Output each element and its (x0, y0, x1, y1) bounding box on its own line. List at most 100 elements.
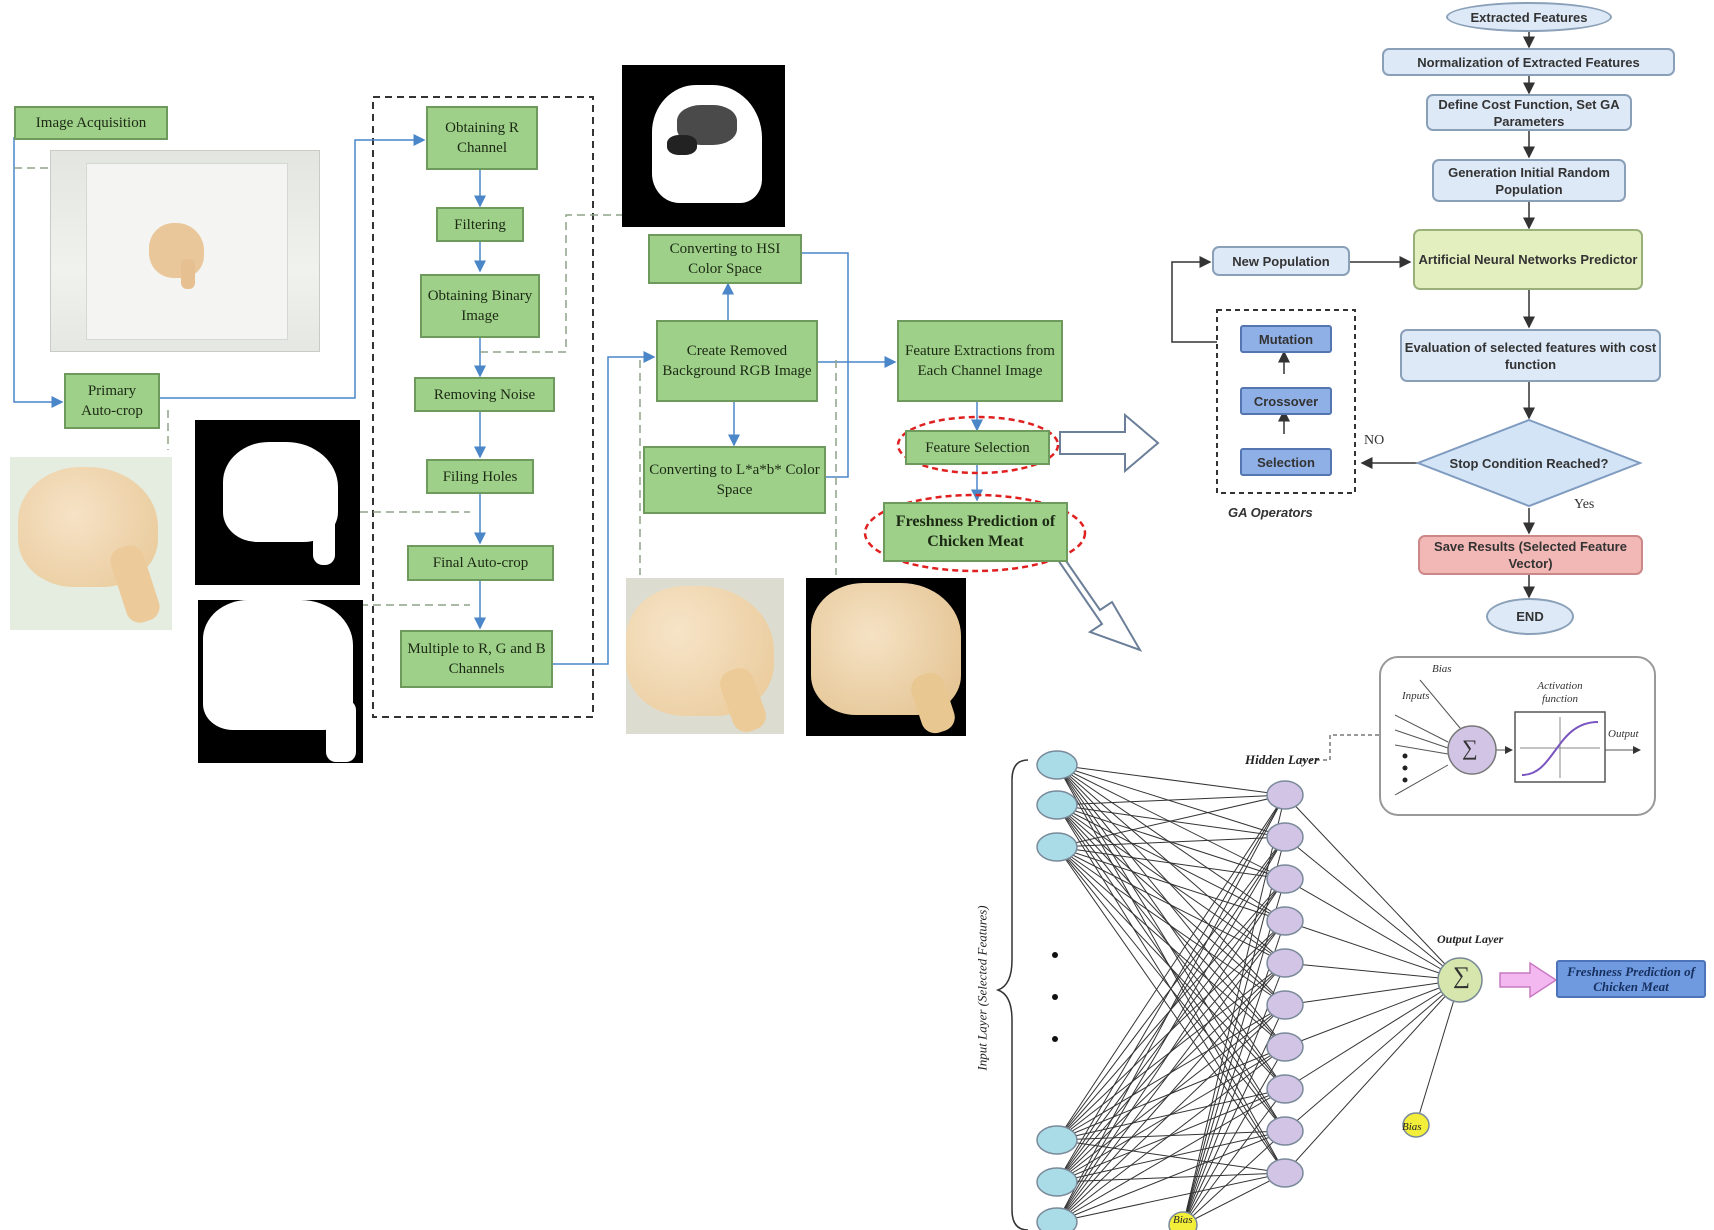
input-layer-label: Input Layer (Selected Features) (974, 905, 990, 1071)
nn-edge (1056, 764, 1286, 838)
end-node: END (1486, 598, 1574, 635)
multiple-rgb-label: Multiple to R, G and B Channels (407, 641, 546, 677)
inset-sum-node (1447, 725, 1497, 775)
processing-group-border (372, 96, 594, 718)
cost-function-node: Define Cost Function, Set GA Parameters (1426, 94, 1632, 131)
hidden-bias-node (1402, 1112, 1430, 1138)
ann-predictor-label: Artificial Neural Networks Predictor (1418, 252, 1638, 267)
nn-edge (1284, 979, 1461, 1048)
hidden-bias-label: Bias (1402, 1121, 1422, 1133)
nn-edge (1056, 1046, 1286, 1223)
removed-bg-box: Create Removed Background RGB Image (656, 320, 818, 402)
highlight-freshness (863, 493, 1087, 573)
freshness-box: Freshness Prediction of Chicken Meat (883, 502, 1068, 562)
nn-edge (1284, 979, 1461, 1132)
output-layer-label: Output Layer (1437, 932, 1504, 946)
binary-image-box: Obtaining Binary Image (420, 274, 540, 338)
nn-edge (1056, 1046, 1286, 1183)
nn-edge (1284, 794, 1461, 981)
nn-edge (1056, 764, 1286, 796)
inset-sum-symbol: ∑ (1462, 735, 1478, 760)
ga-connectors (1171, 32, 1535, 599)
initial-population-node: Generation Initial Random Population (1432, 159, 1626, 202)
ellipsis-dot (1052, 952, 1058, 958)
nn-edge (1284, 920, 1461, 981)
mutation-label: Mutation (1258, 331, 1314, 347)
nn-edge (1056, 764, 1286, 1132)
nn-edge (1284, 836, 1461, 981)
image-acquisition-label: Image Acquisition (35, 115, 147, 131)
nn-edge (1056, 836, 1286, 1223)
photo-binary-final (198, 600, 363, 763)
hollow-arrow-to-nn (1054, 544, 1143, 652)
nn-nodes (1036, 750, 1483, 1230)
multiple-rgb-box: Multiple to R, G and B Channels (400, 630, 553, 688)
freshness-label: Freshness Prediction of Chicken Meat (895, 513, 1056, 550)
primary-autocrop-box: Primary Auto-crop (64, 373, 160, 429)
nn-edge (1056, 794, 1286, 1183)
nn-edge (1056, 1130, 1286, 1223)
nn-edge (1056, 1004, 1286, 1223)
nn-edge (1284, 979, 1461, 1174)
no-label: NO (1364, 433, 1385, 448)
lab-box: Converting to L*a*b* Color Space (643, 446, 826, 514)
nn-edge (1056, 878, 1286, 1223)
new-population-node: New Population (1212, 246, 1350, 276)
hidden-node (1266, 822, 1304, 852)
nn-edge (1182, 1130, 1286, 1226)
crossover-node: Crossover (1240, 387, 1332, 415)
hidden-node (1266, 990, 1304, 1020)
nn-edge (1182, 1004, 1286, 1226)
photo-acquisition (50, 150, 320, 352)
nn-edge (1056, 1172, 1286, 1183)
nn-edge (1284, 979, 1461, 1090)
nn-edge (1284, 878, 1461, 981)
nn-edge (1056, 878, 1286, 1183)
filtering-box: Filtering (436, 207, 524, 242)
inset-bias-label: Bias (1432, 663, 1452, 675)
obtaining-r-label: Obtaining R Channel (445, 120, 519, 156)
nn-edge (1056, 764, 1286, 1048)
selection-label: Selection (1257, 454, 1315, 470)
hidden-layer-label: Hidden Layer (1245, 752, 1320, 767)
nn-edge (1056, 846, 1286, 880)
output-arrow (1499, 961, 1558, 999)
inset-activation-label: Activation function (1537, 680, 1583, 705)
nn-edge (1056, 920, 1286, 1223)
extracted-features-label: Extracted Features (1470, 9, 1588, 25)
nn-edge (1056, 846, 1286, 922)
nn-edge (1056, 1172, 1286, 1223)
nn-edge (1182, 1088, 1286, 1226)
sigmoid-curve (1521, 721, 1599, 776)
cost-function-label: Define Cost Function, Set GA Parameters (1438, 96, 1620, 129)
save-results-node: Save Results (Selected Feature Vector) (1418, 535, 1643, 575)
photo-link-lines (14, 167, 837, 606)
ga-operators-caption: GA Operators (1228, 505, 1313, 520)
inset-output-label: Output (1608, 728, 1639, 740)
hidden-node (1266, 1158, 1304, 1188)
nn-edges (1056, 764, 1461, 1226)
stop-condition-node: Stop Condition Reached? (1430, 448, 1628, 478)
nn-edge (1182, 920, 1286, 1226)
filling-holes-box: Filing Holes (426, 459, 534, 494)
photo-binary-filled (195, 420, 360, 585)
nn-edge (1182, 836, 1286, 1226)
nn-edge (1284, 979, 1461, 1006)
input-node (1036, 1167, 1078, 1197)
evaluation-node: Evaluation of selected features with cos… (1400, 329, 1661, 382)
ellipsis-dot (1052, 1036, 1058, 1042)
nn-edge (1056, 846, 1286, 1048)
new-population-label: New Population (1232, 253, 1330, 269)
output-result-label: Freshness Prediction of Chicken Meat (1567, 964, 1695, 994)
removing-noise-label: Removing Noise (433, 386, 536, 403)
hsi-box: Converting to HSI Color Space (648, 234, 802, 284)
feature-extraction-label: Feature Extractions from Each Channel Im… (905, 343, 1055, 379)
hidden-node (1266, 906, 1304, 936)
highlight-feature-selection (896, 415, 1060, 475)
selection-node: Selection (1240, 448, 1332, 476)
nn-edge (1182, 1046, 1286, 1226)
hidden-node (1266, 864, 1304, 894)
input-node (1036, 832, 1078, 862)
hidden-node (1266, 948, 1304, 978)
